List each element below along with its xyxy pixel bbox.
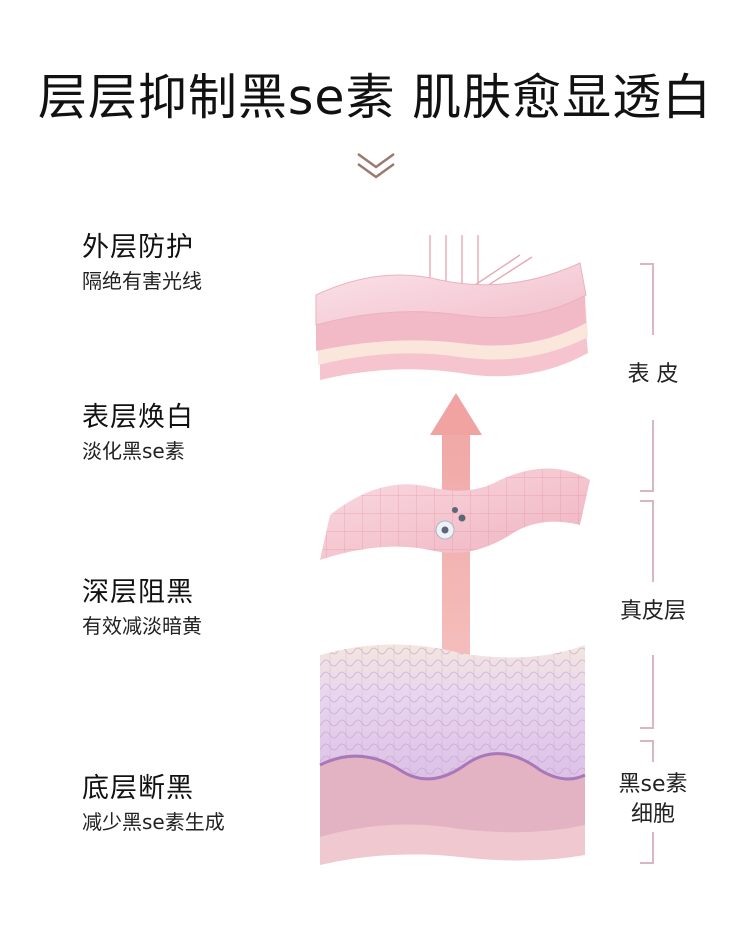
label-deep-blocking: 深层阻黑 有效减淡暗黄 [82, 576, 202, 640]
arrow-head [430, 393, 482, 435]
label-surface-whitening: 表层焕白 淡化黑se素 [82, 401, 194, 465]
bracket-epidermis-top [640, 263, 654, 335]
bracket-epidermis-bottom [640, 420, 654, 492]
double-chevron-down-icon [357, 152, 395, 179]
label-melanocyte: 黑se素 细胞 [603, 770, 703, 830]
label-outer-protection: 外层防护 隔绝有害光线 [82, 231, 202, 295]
label-base-cutoff-title: 底层断黑 [82, 773, 194, 804]
skin-cross-section-cube [319, 644, 586, 865]
label-base-cutoff: 底层断黑 减少黑se素生成 [82, 772, 225, 836]
label-deep-blocking-title: 深层阻黑 [82, 577, 194, 608]
label-epidermis: 表 皮 [627, 362, 679, 387]
label-outer-protection-desc: 隔绝有害光线 [82, 269, 202, 293]
bracket-melanocyte-top [640, 740, 654, 762]
skin-layers-illustration [315, 235, 590, 865]
label-surface-whitening-desc: 淡化黑se素 [82, 439, 185, 463]
bracket-melanocyte-bottom [640, 832, 654, 864]
label-melanocyte-line2: 细胞 [630, 802, 675, 827]
epidermis-layers [315, 262, 588, 380]
label-surface-whitening-title: 表层焕白 [82, 402, 194, 433]
label-dermis: 真皮层 [619, 599, 686, 624]
dermis-wave-layer [320, 468, 590, 560]
label-outer-protection-title: 外层防护 [82, 232, 194, 263]
page-title: 层层抑制黑se素 肌肤愈显透白 [37, 69, 713, 126]
label-deep-blocking-desc: 有效减淡暗黄 [82, 614, 202, 638]
bracket-dermis-top [640, 500, 654, 582]
label-base-cutoff-desc: 减少黑se素生成 [82, 810, 225, 834]
label-melanocyte-line1: 黑se素 [618, 772, 688, 797]
bracket-dermis-bottom [640, 655, 654, 729]
